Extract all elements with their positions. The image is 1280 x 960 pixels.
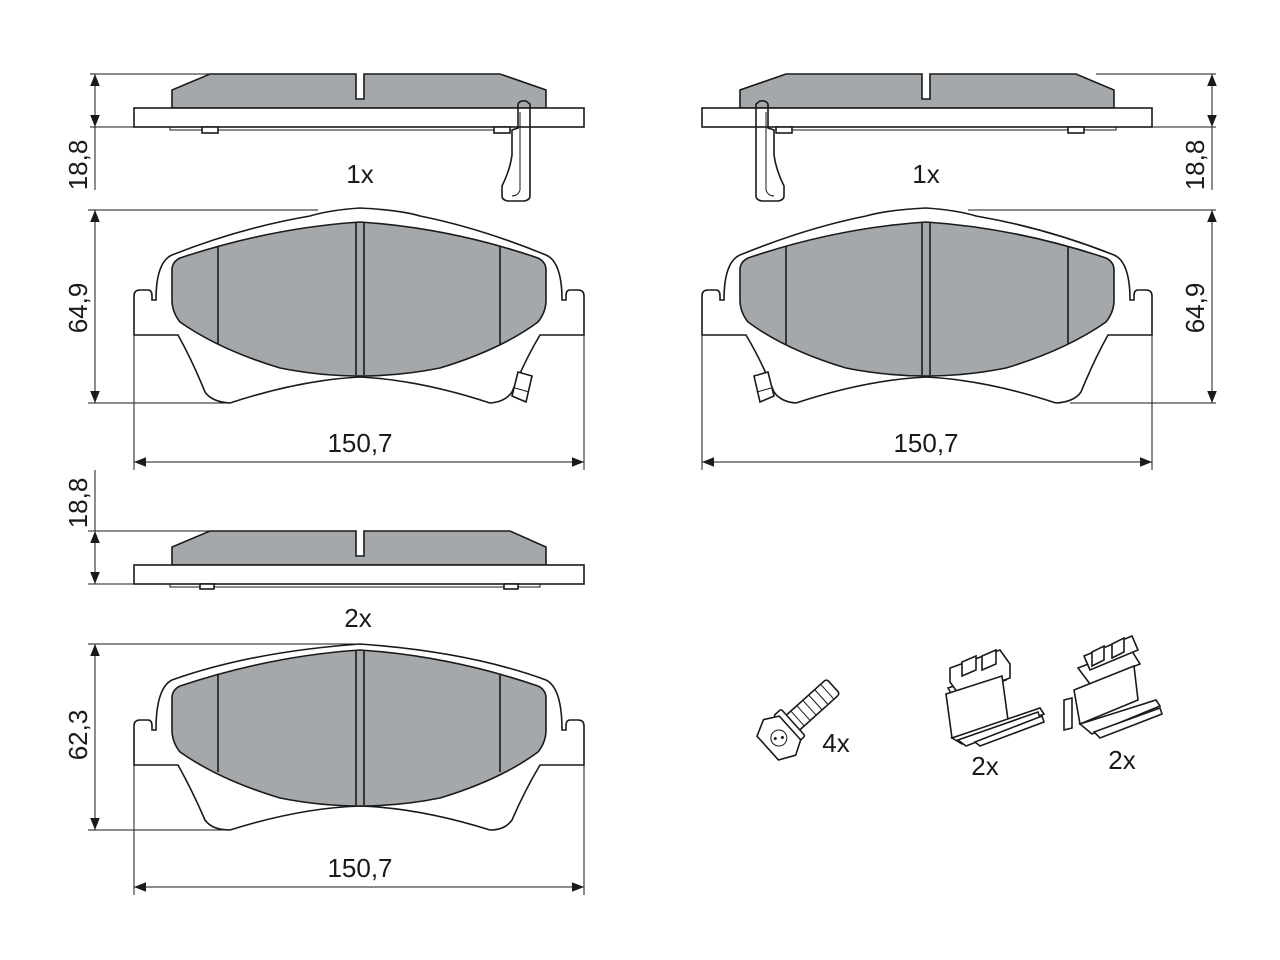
- pad-lower-front-view: [133, 643, 585, 831]
- sensor-tab: [511, 371, 533, 404]
- friction-material-side: [171, 530, 547, 566]
- retaining-clip-icon: [1063, 634, 1164, 739]
- dim-thickness-top-left: 18,8: [63, 73, 210, 191]
- backing-plate: [133, 564, 585, 585]
- retaining-clip-icon: [945, 648, 1046, 747]
- pad-front-left-front-view: [133, 207, 585, 404]
- dim-width-top-left: 150,7: [133, 335, 585, 470]
- friction-material-side: [171, 73, 547, 109]
- width-label: 150,7: [893, 428, 958, 458]
- guide-bolt-icon: [756, 679, 840, 761]
- width-label: 150,7: [327, 853, 392, 883]
- sensor-tab: [753, 371, 775, 404]
- pad-front-right-side-view: [701, 73, 1153, 202]
- quantity-label: 4x: [822, 728, 849, 758]
- quantity-label: 2x: [1108, 745, 1135, 775]
- pad-lower-side-view: [133, 530, 585, 590]
- backing-plate: [701, 107, 1153, 128]
- quantity-label: 2x: [344, 603, 371, 633]
- friction-material-side: [739, 73, 1115, 109]
- thickness-label: 18,8: [63, 140, 93, 191]
- wear-indicator-clip: [501, 100, 531, 202]
- dim-height-lower: 62,3: [63, 643, 360, 831]
- wear-indicator-clip: [755, 100, 785, 202]
- pad-front-left-side-view: [133, 73, 585, 202]
- width-label: 150,7: [327, 428, 392, 458]
- backing-plate: [133, 107, 585, 128]
- quantity-label: 2x: [971, 751, 998, 781]
- pad-front-right-drawings: [701, 73, 1217, 470]
- height-label: 64,9: [63, 283, 93, 334]
- friction-material: [171, 221, 547, 377]
- height-label: 64,9: [1180, 283, 1210, 334]
- quantity-label: 1x: [912, 159, 939, 189]
- height-label: 62,3: [63, 710, 93, 761]
- thickness-label: 18,8: [1180, 140, 1210, 191]
- dim-height-top-left: 64,9: [63, 209, 318, 404]
- quantity-label: 1x: [346, 159, 373, 189]
- thickness-label: 18,8: [63, 478, 93, 529]
- pad-front-right-front-view: [701, 207, 1153, 404]
- dim-width-lower: 150,7: [133, 765, 585, 895]
- friction-material: [739, 221, 1115, 377]
- dim-thickness-lower: 18,8: [63, 470, 210, 585]
- friction-material: [171, 649, 547, 807]
